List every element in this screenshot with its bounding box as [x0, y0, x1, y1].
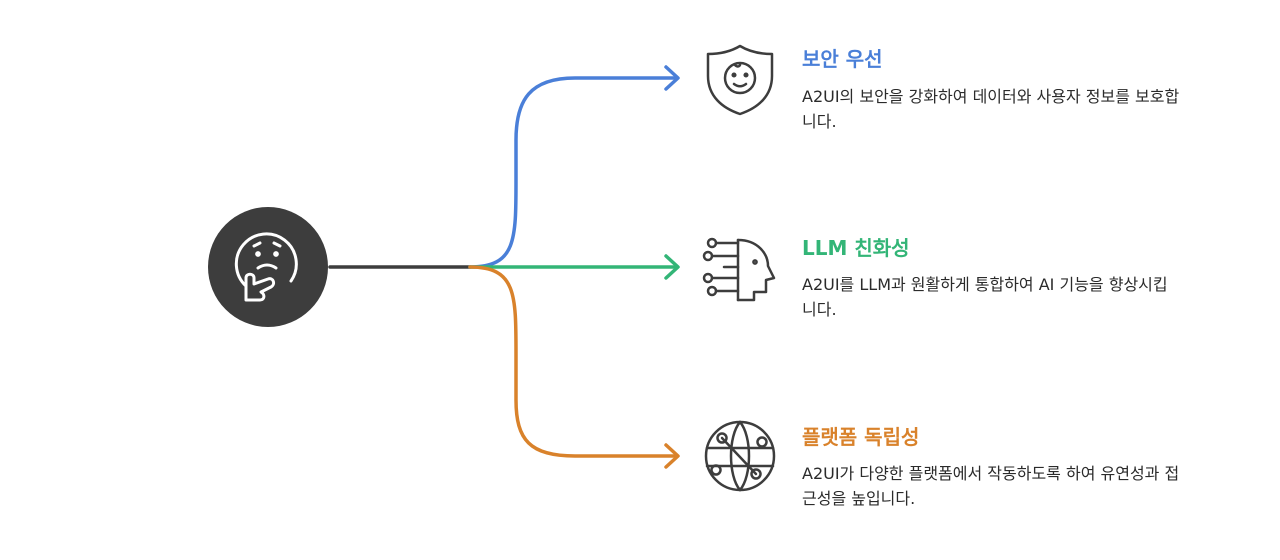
thinking-face-icon — [234, 232, 298, 302]
branch-connector-platform — [468, 265, 678, 458]
branch-description-llm: A2UI를 LLM과 원활하게 통합하여 AI 기능을 향상시킵니다. — [802, 275, 1168, 319]
branch-connector-security — [468, 76, 678, 269]
branch-title-platform: 플랫폼 독립성 — [802, 425, 920, 449]
branch-title-security: 보안 우선 — [802, 47, 883, 71]
arrow-head-security — [664, 65, 680, 91]
branch-description-security: A2UI의 보안을 강화하여 데이터와 사용자 정보를 보호합니다. — [802, 87, 1180, 131]
branch-title-llm: LLM 친화성 — [802, 236, 910, 260]
globe-network-icon — [704, 420, 776, 492]
hub-node — [208, 207, 328, 327]
ai-head-icon — [702, 237, 776, 302]
arrow-head-platform — [664, 443, 680, 469]
arrow-head-llm — [664, 254, 680, 280]
shield-face-icon — [706, 44, 774, 116]
branch-description-platform: A2UI가 다양한 플랫폼에서 작동하도록 하여 유연성과 접근성을 높입니다. — [802, 464, 1180, 508]
